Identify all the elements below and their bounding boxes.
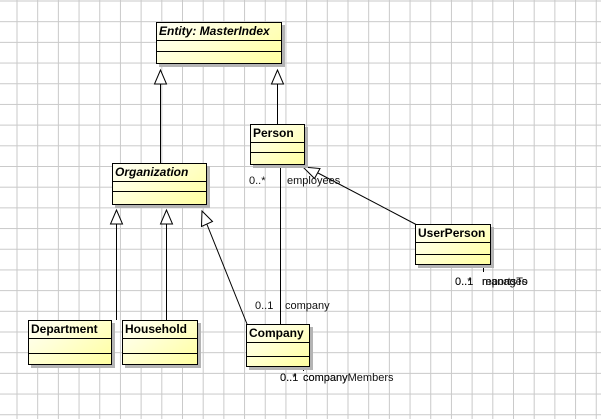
operations-compartment[interactable] [29,353,111,364]
multiplicity-label: 0..* [280,372,297,384]
class-box-organization[interactable]: Organization [112,163,207,205]
class-name: Entity: MasterIndex [159,24,270,38]
generalization-arrowhead-icon [301,166,321,180]
attributes-compartment[interactable] [251,142,304,152]
attributes-compartment[interactable] [416,242,490,254]
class-box-userperson[interactable]: UserPerson [415,224,491,265]
generalization-line-company-organization[interactable] [206,224,248,325]
role-label: companyMembers [303,372,394,384]
class-box-company[interactable]: Company [246,324,310,367]
generalization-arrowhead-icon [109,208,124,225]
multiplicity-label: 0..1 [455,276,474,288]
class-box-person[interactable]: Person [250,124,305,165]
operations-compartment[interactable] [113,191,206,204]
attributes-compartment[interactable] [123,338,197,353]
multiplicity-label: 0..1 [280,372,299,384]
operations-compartment[interactable] [251,152,304,164]
class-name: Department [31,322,98,336]
generalization-arrowhead-icon [153,68,168,85]
attributes-compartment[interactable] [157,40,281,51]
class-name: Organization [115,165,189,179]
multiplicity-label: 0..* [455,276,472,288]
class-name: Company [249,326,304,340]
role-label: manages [482,276,528,288]
generalization-line-userperson-person[interactable] [317,172,418,226]
generalization-arrowhead-icon [200,209,214,228]
attributes-compartment[interactable] [247,342,309,356]
class-box-department[interactable]: Department [28,320,112,365]
generalization-arrowhead-icon [270,68,285,85]
role-label-employees[interactable]: employees [287,175,341,187]
operations-compartment[interactable] [157,51,281,63]
generalization-arrowhead-icon [159,208,174,225]
attributes-compartment[interactable] [29,338,111,353]
operations-compartment[interactable] [123,353,197,364]
class-box-entity-masterindex[interactable]: Entity: MasterIndex [156,22,282,64]
operations-compartment[interactable] [247,356,309,366]
attributes-compartment[interactable] [113,181,206,191]
class-name: UserPerson [418,226,486,240]
multiplicity-label-employees[interactable]: 0..* [249,175,266,187]
role-label: reportsTo [482,276,528,288]
role-label-company[interactable]: company [285,300,330,312]
class-box-household[interactable]: Household [122,320,198,365]
class-name: Household [125,322,187,336]
role-label: company [303,372,348,384]
multiplicity-label-company[interactable]: 0..1 [255,300,274,312]
class-name: Person [253,126,294,140]
operations-compartment[interactable] [416,254,490,264]
